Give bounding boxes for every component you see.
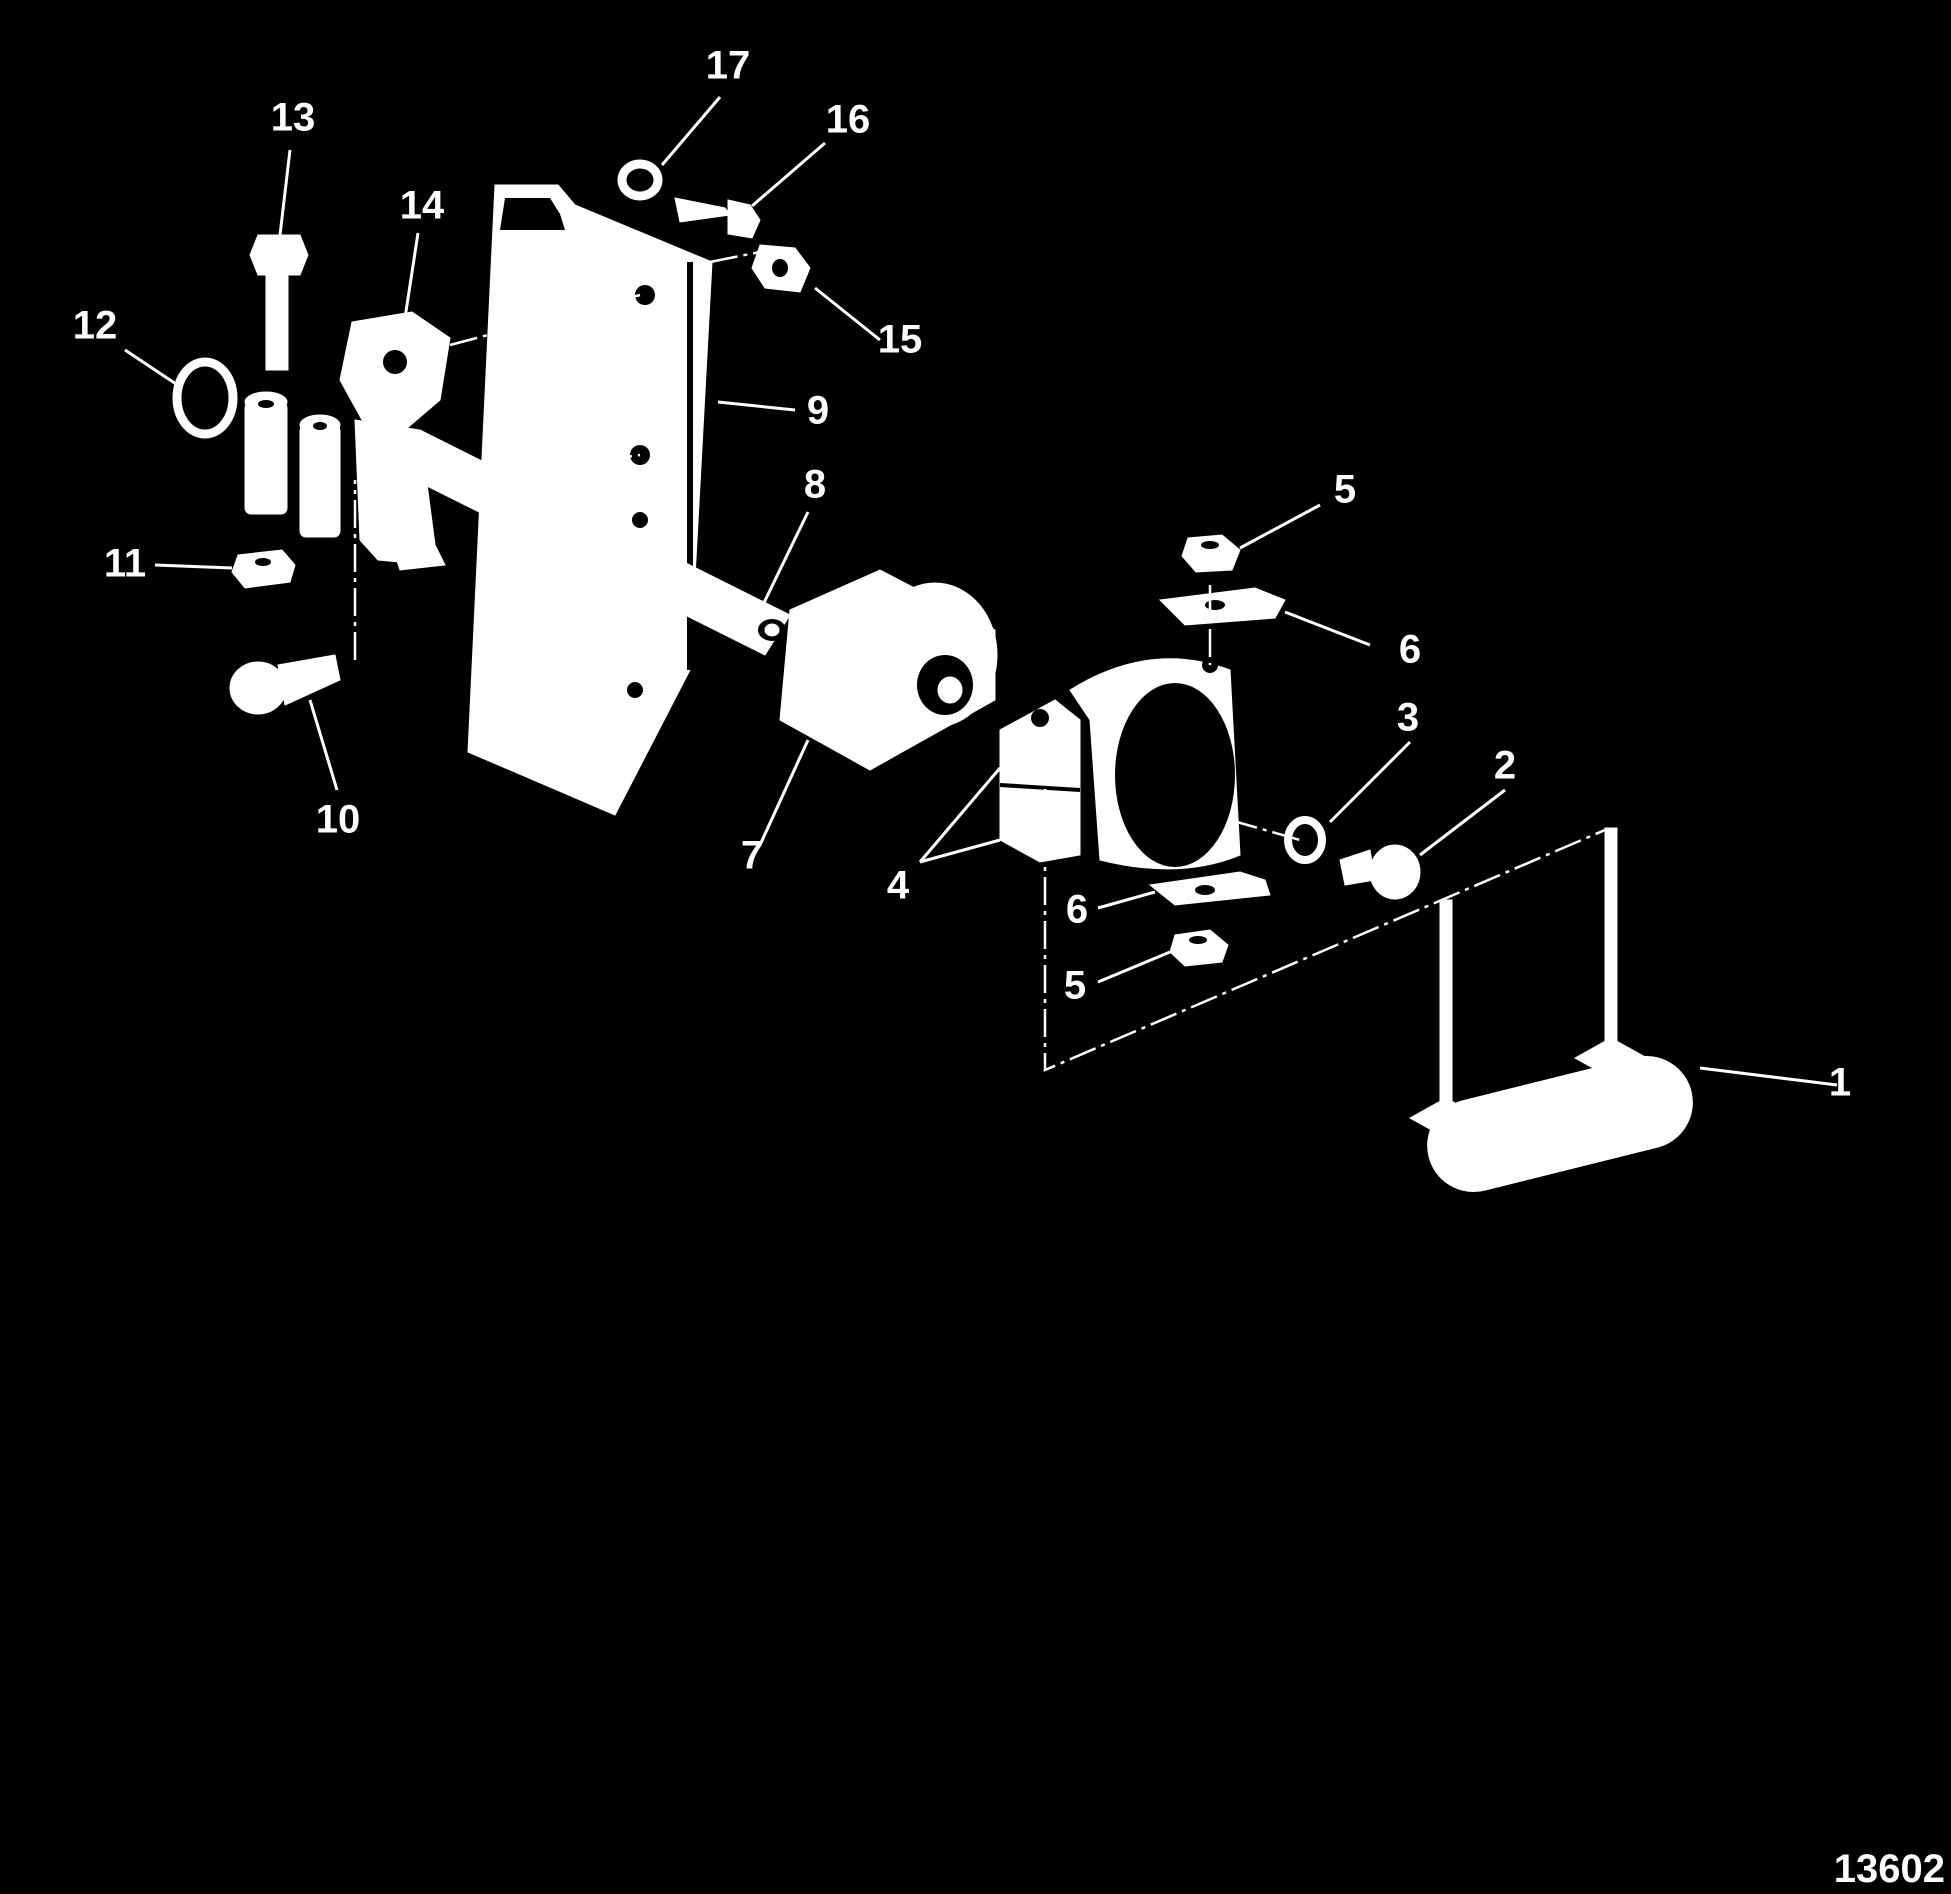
callout-7: 7 [741, 834, 763, 878]
callout-9: 9 [807, 389, 829, 433]
nut-15 [751, 244, 811, 293]
callout-17: 17 [706, 44, 751, 88]
callout-4: 4 [887, 864, 910, 908]
washer-17 [617, 159, 663, 201]
washer-3 [1284, 816, 1326, 864]
nut-5-upper [1181, 534, 1241, 573]
callout-8: 8 [804, 463, 826, 507]
callout-12: 12 [73, 304, 118, 348]
hinge-bushings [244, 391, 341, 538]
clamp [999, 657, 1241, 870]
callout-15: 15 [878, 318, 923, 362]
retaining-ring [172, 357, 238, 439]
callout-5-lower: 5 [1064, 964, 1086, 1008]
nut-5-lower [1169, 929, 1229, 967]
clip-lower [1148, 871, 1271, 906]
clip-upper [1158, 587, 1286, 626]
assembly-centerlines [353, 250, 1606, 1072]
callout-10: 10 [316, 798, 361, 842]
callout-5-upper: 5 [1334, 468, 1356, 512]
callout-6-upper: 6 [1399, 628, 1421, 672]
callout-16: 16 [826, 98, 871, 142]
leader-lines [124, 96, 1838, 1087]
callouts: 1 2 3 4 5 5 6 6 7 8 9 10 11 12 13 14 15 … [73, 44, 1851, 1105]
callout-2: 2 [1494, 744, 1516, 788]
roller [779, 569, 998, 771]
callout-13: 13 [271, 96, 316, 140]
nut-11 [231, 549, 296, 589]
callout-6-lower: 6 [1066, 888, 1088, 932]
bolt-13 [249, 234, 309, 371]
bolt-10 [229, 654, 341, 715]
bolt-2 [1339, 844, 1421, 900]
figure-number: 13602 [1834, 1847, 1945, 1891]
hinge-bracket [339, 311, 451, 571]
callout-3: 3 [1397, 696, 1419, 740]
callout-1: 1 [1829, 1061, 1851, 1105]
callout-14: 14 [400, 184, 445, 228]
screw-16 [674, 197, 761, 239]
base-plate [1408, 827, 1693, 1193]
callout-11: 11 [104, 542, 146, 586]
